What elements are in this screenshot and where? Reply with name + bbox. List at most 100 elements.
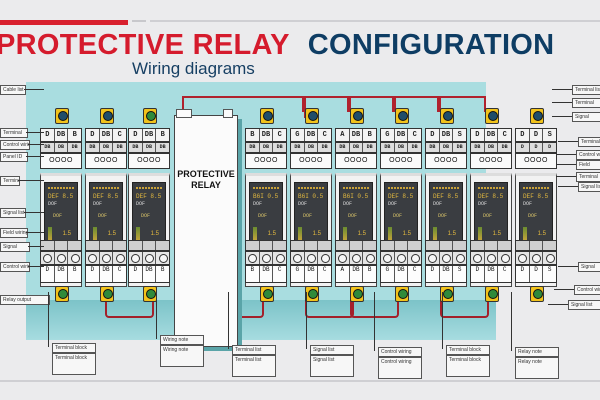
screw-terminal-strip[interactable]: OOOO — [128, 153, 170, 169]
screw-icon[interactable] — [350, 252, 364, 264]
screw-icon[interactable] — [260, 252, 274, 264]
screw-icon[interactable] — [516, 252, 530, 264]
screw-terminals[interactable] — [380, 251, 422, 265]
connector-plug-icon[interactable] — [440, 108, 454, 124]
connector-plug-icon[interactable] — [100, 286, 114, 302]
screw-terminals[interactable] — [335, 251, 377, 265]
screw-terminal-strip[interactable]: OOOO — [85, 153, 127, 169]
screw-terminals[interactable] — [128, 251, 170, 265]
screw-icon[interactable] — [55, 252, 69, 264]
terminal-codes — [128, 240, 170, 251]
connector-plug-icon[interactable] — [143, 286, 157, 302]
screw-terminal-strip[interactable]: OOOO — [290, 153, 332, 169]
screw-terminals[interactable] — [470, 251, 512, 265]
module-bottom-terminals[interactable]: B DB C — [245, 240, 287, 302]
connector-plug-icon[interactable] — [530, 286, 544, 302]
connector-plug-icon[interactable] — [395, 108, 409, 124]
screw-terminal-strip[interactable]: OOOO — [245, 153, 287, 169]
screw-icon[interactable] — [156, 252, 169, 264]
module-bottom-terminals[interactable]: G DB C — [380, 240, 422, 302]
wire-bottom — [105, 300, 154, 318]
screw-icon[interactable] — [68, 252, 81, 264]
connector-plug-icon[interactable] — [485, 286, 499, 302]
terminal-code: DB — [159, 144, 166, 150]
screw-icon[interactable] — [246, 252, 260, 264]
module-sub-label: DOF — [136, 201, 146, 207]
protective-relay-unit[interactable]: PROTECTIVE RELAY — [174, 109, 238, 347]
screw-icon[interactable] — [86, 252, 100, 264]
screw-icon[interactable] — [113, 252, 126, 264]
screw-terminals[interactable] — [40, 251, 82, 265]
module-bottom-terminals[interactable]: D DB B — [128, 240, 170, 302]
terminal-label: A — [336, 266, 350, 282]
screw-terminals[interactable] — [85, 251, 127, 265]
screw-icon[interactable] — [100, 252, 114, 264]
connector-plug-icon[interactable] — [260, 108, 274, 124]
screw-terminals[interactable] — [515, 251, 557, 265]
screw-icon[interactable] — [291, 252, 305, 264]
screw-icon[interactable] — [426, 252, 440, 264]
module-bottom-terminals[interactable]: A DB B — [335, 240, 377, 302]
connector-plug-icon[interactable] — [305, 286, 319, 302]
callout-label: Terminal list — [572, 85, 600, 95]
screw-icon[interactable] — [453, 252, 466, 264]
screw-terminal-strip[interactable]: OOOO — [335, 153, 377, 169]
screw-icon[interactable] — [498, 252, 511, 264]
terminal-label: S — [457, 131, 462, 139]
connector-plug-icon[interactable] — [350, 286, 364, 302]
screw-terminals[interactable] — [290, 251, 332, 265]
screw-icon[interactable] — [381, 252, 395, 264]
leader-line — [558, 186, 578, 187]
connector-plug-icon[interactable] — [55, 108, 69, 124]
screw-icon[interactable] — [471, 252, 485, 264]
screw-icon[interactable] — [318, 252, 331, 264]
screw-icon[interactable] — [129, 252, 143, 264]
leader-line — [552, 102, 572, 103]
screw-terminals[interactable] — [245, 251, 287, 265]
screw-terminal-strip[interactable]: OOOO — [40, 153, 82, 169]
terminal-label: DB — [260, 129, 274, 141]
screw-icon[interactable] — [363, 252, 376, 264]
connector-plug-icon[interactable] — [350, 108, 364, 124]
module-readout: 1.5 — [267, 231, 276, 237]
screw-terminal-strip[interactable]: OOOO — [380, 153, 422, 169]
module-bottom-terminals[interactable]: D DB C — [470, 240, 512, 302]
connector-plug-icon[interactable] — [100, 108, 114, 124]
screw-icon[interactable] — [336, 252, 350, 264]
screw-terminal-strip[interactable]: OOOO — [425, 153, 467, 169]
terminal-codes — [85, 240, 127, 251]
screw-icon[interactable] — [305, 252, 319, 264]
module-bottom-terminals[interactable]: D DB B — [40, 240, 82, 302]
screw-terminals[interactable] — [425, 251, 467, 265]
screw-icon[interactable] — [273, 252, 286, 264]
terminal-code: D — [516, 143, 530, 152]
module-bottom-terminals[interactable]: D D S — [515, 240, 557, 302]
module-bottom-terminals[interactable]: D DB S — [425, 240, 467, 302]
connector-plug-icon[interactable] — [260, 286, 274, 302]
terminal-label: D — [471, 129, 485, 141]
connector-plug-icon[interactable] — [485, 108, 499, 124]
screw-icon[interactable] — [440, 252, 454, 264]
screw-icon[interactable] — [543, 252, 556, 264]
screw-icon[interactable] — [485, 252, 499, 264]
led-bar-icon — [388, 227, 392, 241]
connector-plug-icon[interactable] — [305, 108, 319, 124]
connector-plug-icon[interactable] — [530, 108, 544, 124]
terminal-labels: B DB C — [245, 128, 287, 142]
screw-icon[interactable] — [395, 252, 409, 264]
connector-plug-icon[interactable] — [395, 286, 409, 302]
screw-terminal-strip[interactable]: OOOO — [515, 153, 557, 169]
connector-plug-icon[interactable] — [143, 108, 157, 124]
module-bottom-terminals[interactable]: D DB C — [85, 240, 127, 302]
screw-terminal-strip[interactable]: OOOO — [470, 153, 512, 169]
module-bottom-terminals[interactable]: G DB C — [290, 240, 332, 302]
connector-plug-icon[interactable] — [55, 286, 69, 302]
leader-line — [442, 292, 443, 349]
terminal-label: C — [117, 266, 122, 273]
screw-icon[interactable] — [41, 252, 55, 264]
screw-icon[interactable] — [530, 252, 544, 264]
connector-plug-icon[interactable] — [440, 286, 454, 302]
screw-icon[interactable] — [408, 252, 421, 264]
relay-module[interactable]: G DB C DB DB DB OOOO B6I 0.5 DOF DOF — [290, 108, 332, 287]
screw-icon[interactable] — [143, 252, 157, 264]
